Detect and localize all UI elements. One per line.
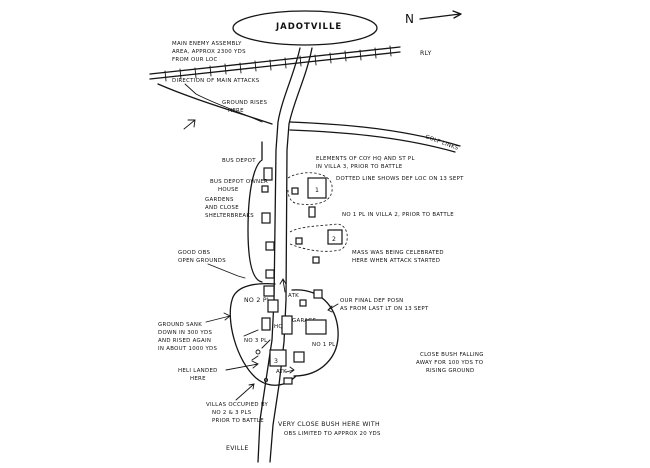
railway-label: RLY bbox=[420, 50, 432, 57]
heli-line-1: HELI LANDED bbox=[178, 368, 218, 374]
villa-1-building bbox=[307, 177, 327, 199]
ground-sank-arrow bbox=[205, 312, 231, 323]
villa3-elements-line-1: ELEMENTS OF COY HQ AND ST PL bbox=[316, 156, 415, 162]
north-arrow: N bbox=[405, 10, 462, 26]
final-defence-perimeter bbox=[229, 282, 297, 386]
railway-line bbox=[149, 45, 401, 82]
gardens-perimeter bbox=[247, 141, 263, 283]
bus-depot-house-line-1: BUS DEPOT OWNER bbox=[210, 179, 268, 185]
assembly-line-2: AREA, APPROX 2300 YDS bbox=[172, 49, 246, 55]
villa-3-number: 3 bbox=[274, 358, 278, 365]
ground-rises-line-2: HERE bbox=[228, 108, 244, 114]
main-road bbox=[257, 47, 313, 463]
villa-2-building bbox=[327, 229, 343, 245]
bus-depot-house bbox=[261, 185, 269, 193]
villas-occupied-line-2: NO 2 & 3 PLS bbox=[212, 410, 252, 416]
villa-3-building bbox=[269, 349, 287, 367]
north-label: N bbox=[405, 12, 414, 26]
bus-depot-house-line-2: HOUSE bbox=[218, 187, 239, 193]
west-road bbox=[157, 83, 273, 125]
jadotville-label: JADOTVILLE bbox=[275, 22, 342, 32]
final-def-arrow bbox=[327, 303, 339, 313]
gardens-line-2: AND CLOSE bbox=[205, 205, 239, 211]
eville-label: EVILLE bbox=[226, 445, 249, 452]
hq-building bbox=[261, 317, 271, 331]
good-obs-line-2: OPEN GROUNDS bbox=[178, 258, 226, 264]
hq-label: HQ bbox=[274, 324, 283, 330]
defence-dotted-line-upper bbox=[287, 172, 333, 205]
final-def-line-1: OUR FINAL DEF POSN bbox=[340, 298, 404, 304]
heli-line-2: HERE bbox=[190, 376, 206, 382]
ground-sank-line-1: GROUND SANK bbox=[158, 322, 202, 328]
good-obs-line-1: GOOD OBS bbox=[178, 250, 210, 256]
final-def-line-2: AS FROM LAST LT ON 13 SEPT bbox=[340, 306, 429, 312]
no3pl-label: NO 3 PL bbox=[244, 338, 268, 344]
assembly-line-1: MAIN ENEMY ASSEMBLY bbox=[172, 41, 242, 47]
ground-sank-line-2: DOWN IN 300 YDS bbox=[158, 330, 212, 336]
villa-1-number: 1 bbox=[315, 187, 319, 194]
atk-upper-label: ATK bbox=[288, 293, 299, 299]
atk-lower-label: ATK bbox=[276, 369, 287, 375]
atk-lower-arrow bbox=[285, 366, 295, 374]
villa3-elements-line-2: IN VILLA 3, PRIOR TO BATTLE bbox=[316, 164, 403, 170]
ground-sank-line-3: AND RISED AGAIN bbox=[158, 338, 211, 344]
gardens-line-3: SHELTERBREAKS bbox=[205, 213, 254, 219]
heli-arrow bbox=[225, 360, 259, 371]
no1pl-label: NO 1 PL bbox=[312, 342, 336, 348]
villas-occupied-arrow bbox=[235, 383, 255, 401]
close-bush-line-2: AWAY FOR 100 YDS TO bbox=[416, 360, 483, 366]
bus-depot-label: BUS DEPOT bbox=[222, 158, 256, 164]
jadotville-town-area bbox=[232, 10, 378, 46]
villa2-note: NO 1 PL IN VILLA 2, PRIOR TO BATTLE bbox=[342, 212, 454, 218]
good-obs-arrow bbox=[207, 263, 246, 279]
golf-links-road bbox=[289, 121, 461, 147]
close-bush-line-3: RISING GROUND bbox=[426, 368, 474, 374]
no2pl-label: NO 2 PL bbox=[244, 297, 271, 304]
mass-line-1: MASS WAS BEING CELEBRATED bbox=[352, 250, 444, 256]
gardens-line-1: GARDENS bbox=[205, 197, 234, 203]
close-bush-line-1: CLOSE BUSH FALLING bbox=[420, 352, 484, 358]
no2pl-building bbox=[267, 299, 279, 313]
garage-building bbox=[281, 315, 293, 335]
golf-links-label: GOLF LINKS bbox=[424, 134, 459, 152]
assembly-line-3: FROM OUR LOC bbox=[172, 57, 218, 63]
dotted-line-note: DOTTED LINE SHOWS DEF LOC ON 13 SEPT bbox=[336, 176, 464, 182]
villa-2-number: 2 bbox=[332, 236, 336, 243]
atk-upper-arrow bbox=[279, 278, 287, 293]
direction-label: DIRECTION OF MAIN ATTACKS bbox=[172, 78, 260, 84]
garage-label: GARAGE bbox=[292, 318, 317, 324]
very-close-bush-line-1: VERY CLOSE BUSH HERE WITH bbox=[278, 421, 380, 428]
ground-sank-line-4: IN ABOUT 1000 YDS bbox=[158, 346, 217, 352]
mass-line-2: HERE WHEN ATTACK STARTED bbox=[352, 258, 440, 264]
no1pl-building bbox=[305, 319, 327, 335]
ground-rises-line-1: GROUND RISES bbox=[222, 100, 267, 106]
villas-occupied-line-1: VILLAS OCCUPIED BY bbox=[206, 402, 269, 408]
bus-depot-building bbox=[263, 167, 273, 181]
very-close-bush-line-2: OBS LIMITED TO APPROX 20 YDS bbox=[284, 431, 381, 437]
villas-occupied-line-3: PRIOR TO BATTLE bbox=[212, 418, 264, 424]
